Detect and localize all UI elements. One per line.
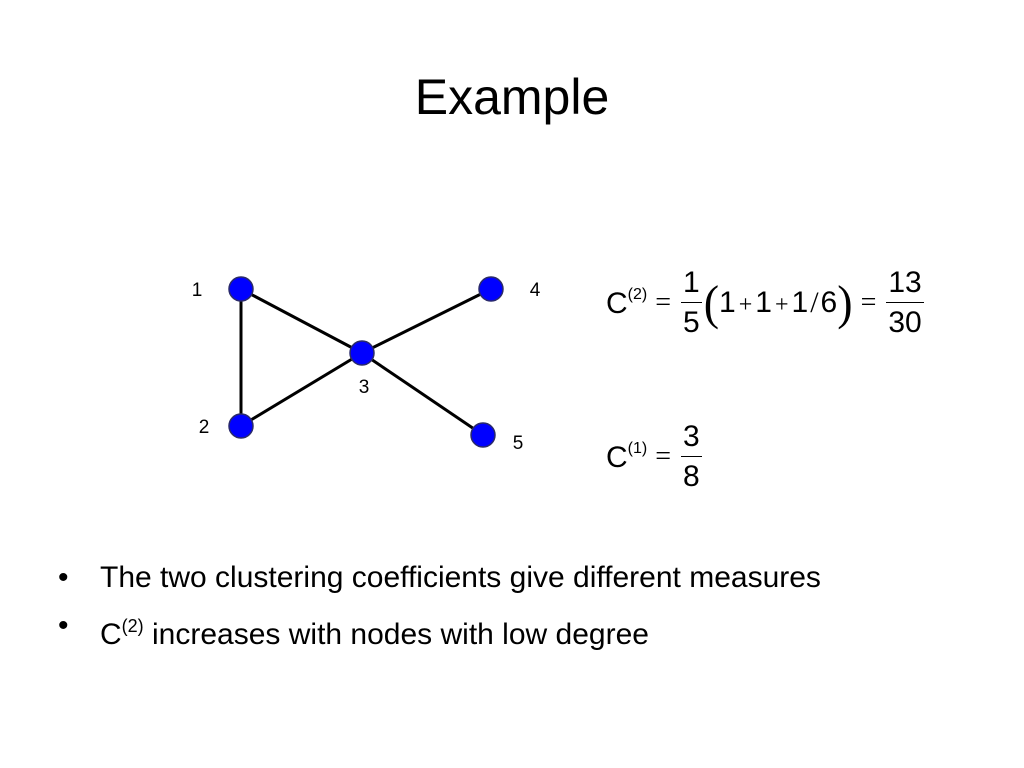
graph-edge-3-5 <box>361 351 484 437</box>
graph-node-label-5: 5 <box>513 433 524 454</box>
graph-edge-1-3 <box>240 287 363 355</box>
graph-edge-2-3 <box>240 351 363 428</box>
graph-node-label-2: 2 <box>199 417 210 438</box>
slide-title: Example <box>414 69 610 125</box>
bullet-item-1: The two clustering coefficients give dif… <box>58 560 958 596</box>
graph-node-5 <box>470 422 496 448</box>
c2-open-paren: ( <box>703 275 720 330</box>
graph-node-4 <box>478 276 504 302</box>
c1-numerator: 3 <box>681 422 702 457</box>
graph-node-label-3: 3 <box>359 377 370 398</box>
c2-fraction-one-fifth: 1 5 <box>681 268 702 338</box>
c1-superscript: (1) <box>627 440 648 457</box>
graph-node-2 <box>228 413 254 439</box>
c2-symbol: C(2) <box>606 286 648 320</box>
c2-result-numerator: 13 <box>886 268 924 303</box>
c1-equals: = <box>655 441 672 472</box>
bullet-list: The two clustering coefficients give dif… <box>58 560 958 665</box>
c1-denominator: 8 <box>683 460 700 493</box>
graph-edge-3-4 <box>361 287 492 355</box>
c2-result-fraction: 13 30 <box>886 268 924 339</box>
graph-node-label-1: 1 <box>192 280 203 301</box>
c2-close-paren: ) <box>837 275 853 330</box>
graph-node-3 <box>349 340 375 366</box>
c1-symbol: C(1) <box>606 440 648 474</box>
c2-frac-denominator: 5 <box>683 306 700 339</box>
equation-c2: C(2) = 1 5 ( 1+1+1/6 ) = 13 30 <box>606 268 926 338</box>
c1-fraction: 3 8 <box>681 422 702 492</box>
equation-c1: C(1) = 3 8 <box>606 422 704 492</box>
bullet-item-2: C(2) increases with nodes with low degre… <box>58 608 958 653</box>
c2-sum-terms: 1+1+1/6 <box>719 286 838 319</box>
bullet-superscript: (2) <box>121 616 144 636</box>
c2-superscript: (2) <box>627 286 648 303</box>
c2-frac-numerator: 1 <box>681 268 702 303</box>
graph-node-label-4: 4 <box>530 280 541 301</box>
graph-node-1 <box>228 276 254 302</box>
c2-equals-result: = <box>860 287 877 318</box>
c2-equals: = <box>655 287 672 318</box>
c2-result-denominator: 30 <box>888 306 922 339</box>
